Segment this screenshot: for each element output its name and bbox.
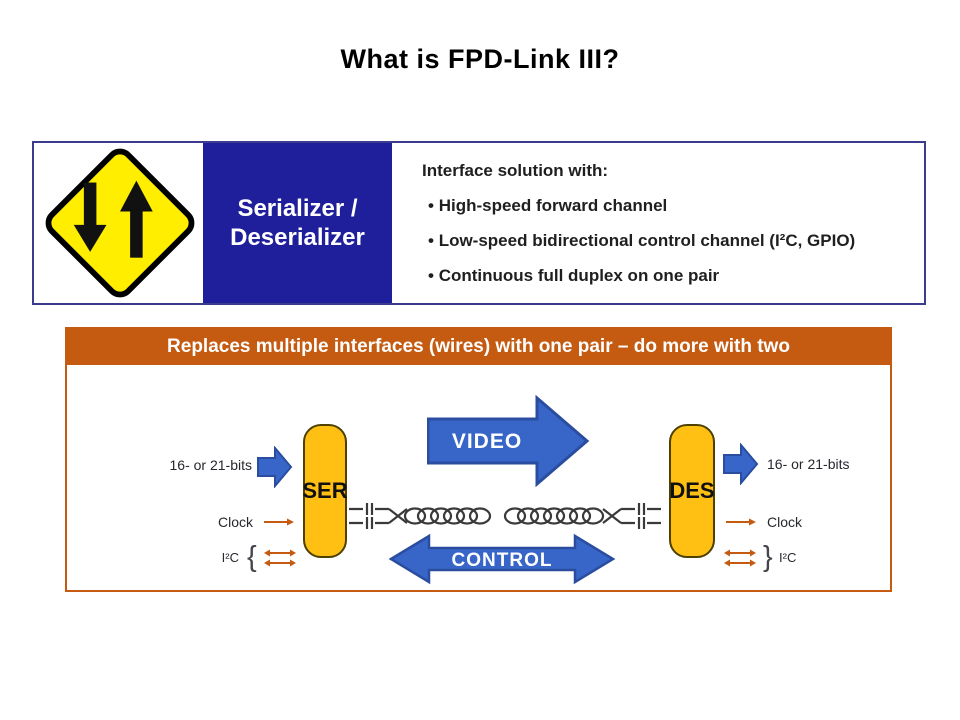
data-arrow-right-icon	[723, 443, 759, 485]
ser-label: SER	[302, 478, 348, 503]
video-arrow-label: VIDEO	[452, 430, 522, 453]
des-label: DES	[669, 478, 715, 503]
diagram-box: Replaces multiple interfaces (wires) wit…	[65, 327, 892, 592]
i2c-label-right: I²C	[779, 550, 797, 565]
serdes-label-line1: Serializer /	[237, 195, 358, 222]
serializer-sign-panel	[34, 143, 205, 303]
feature-bullet: Continuous full duplex on one pair	[428, 265, 914, 286]
control-arrow-icon: CONTROL	[388, 533, 616, 585]
serdes-label-line2: Deserializer	[230, 224, 365, 251]
i2c-label-left: I²C	[221, 550, 239, 565]
page-title: What is FPD-Link III?	[340, 44, 620, 74]
bits-label-right: 16- or 21-bits	[767, 456, 850, 472]
des-block: DES	[669, 424, 715, 558]
i2c-brace-left: {	[247, 541, 257, 573]
video-arrow-icon: VIDEO	[427, 395, 590, 487]
i2c-brace-right: }	[763, 541, 773, 573]
clock-arrow-left-icon	[264, 518, 294, 526]
bits-label-left: 16- or 21-bits	[169, 457, 252, 473]
coupling-capacitors-right-icon	[621, 503, 661, 529]
twisted-pair-icon	[388, 507, 622, 525]
diagram-body: 16- or 21-bits SER VIDEO	[67, 365, 890, 590]
ac-coupled-twisted-pair-icon	[349, 503, 661, 529]
clock-label-right: Clock	[767, 514, 803, 530]
serdes-label-panel: Serializer / Deserializer	[203, 143, 392, 303]
clock-arrow-right-icon	[726, 518, 756, 526]
i2c-arrows-left-icon	[264, 549, 296, 567]
i2c-arrows-right-icon	[724, 549, 756, 567]
serdes-overview-box: Serializer / Deserializer Interface solu…	[32, 141, 926, 305]
features-panel: Interface solution with: High-speed forw…	[392, 143, 924, 303]
diagram-header: Replaces multiple interfaces (wires) wit…	[67, 329, 890, 365]
data-arrow-left-icon	[257, 446, 293, 488]
features-heading: Interface solution with:	[422, 161, 609, 180]
feature-bullet: Low-speed bidirectional control channel …	[428, 230, 914, 251]
two-way-traffic-sign-icon	[45, 148, 194, 298]
control-arrow-label: CONTROL	[452, 550, 553, 571]
ser-block: SER	[302, 424, 348, 558]
coupling-capacitors-left-icon	[349, 503, 389, 529]
features-list: High-speed forward channel Low-speed bid…	[428, 195, 914, 286]
feature-bullet: High-speed forward channel	[428, 195, 914, 216]
clock-label-left: Clock	[217, 514, 253, 530]
